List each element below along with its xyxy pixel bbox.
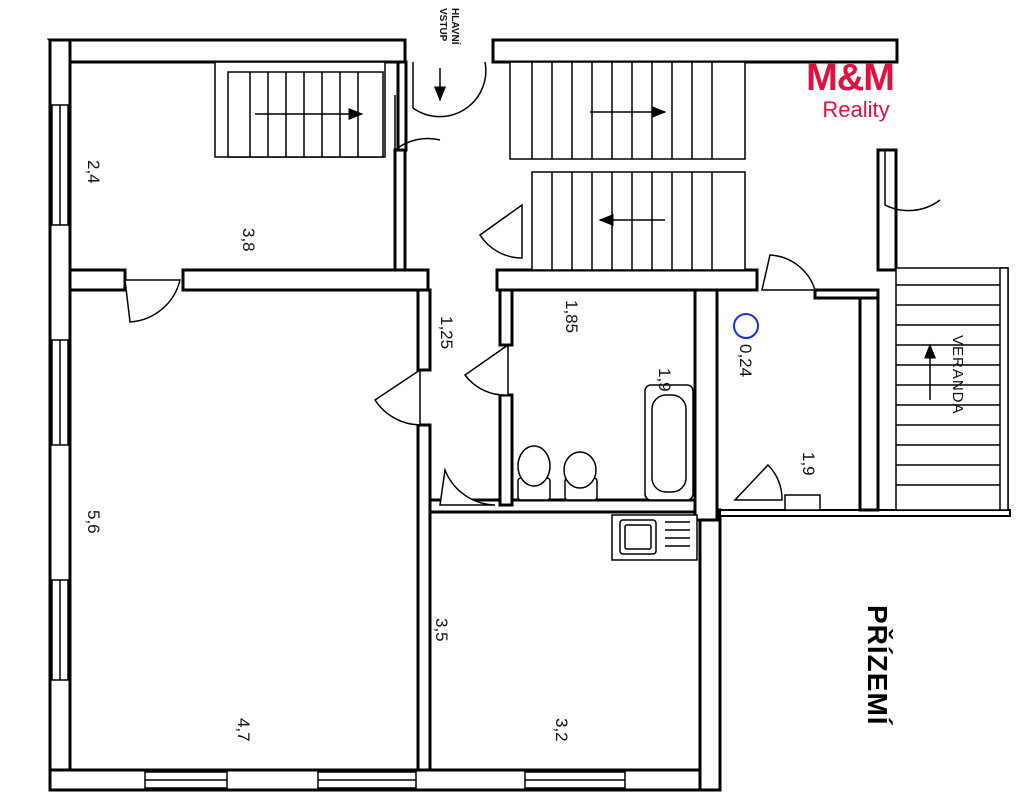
dim-living-depth: 4,7 [234,718,253,742]
dim-wc-width: 1,9 [799,452,818,476]
dim-kitchen-width: 3,5 [432,618,451,642]
logo-brand: M&M [806,57,895,99]
veranda-label: VERANDA [949,335,966,415]
floor-name: PŘÍZEMÍ [862,605,893,726]
bathroom-fixtures [517,384,694,501]
stairs-left [214,61,386,158]
entrance-label: HLAVNÍ VSTUP [434,8,462,102]
entrance-line-2: VSTUP [437,8,448,42]
dim-wc-depth: 0,24 [736,344,755,377]
wc-window [784,494,821,511]
dim-living-width: 5,6 [84,510,103,534]
wc-marker-icon [733,313,759,339]
dim-room-nw-depth: 3,8 [239,228,258,252]
dim-kitchen-depth: 3,2 [552,718,571,742]
logo-sub: Reality [822,97,890,122]
doors [124,61,941,506]
left-windows [51,104,69,681]
dim-hall-width: 1,25 [437,316,456,349]
kitchen-sink [611,514,698,561]
entrance-line-1: HLAVNÍ [449,8,462,45]
interior-walls [68,60,898,772]
bottom-windows [144,771,626,789]
dim-room-nw-width: 2,4 [84,160,103,184]
dim-bath-width: 1,85 [562,300,581,333]
stairs-right [509,61,746,271]
veranda [895,267,1009,511]
mm-reality-logo: M&M Reality [790,58,910,128]
dim-bath-depth: 1,9 [655,368,674,392]
